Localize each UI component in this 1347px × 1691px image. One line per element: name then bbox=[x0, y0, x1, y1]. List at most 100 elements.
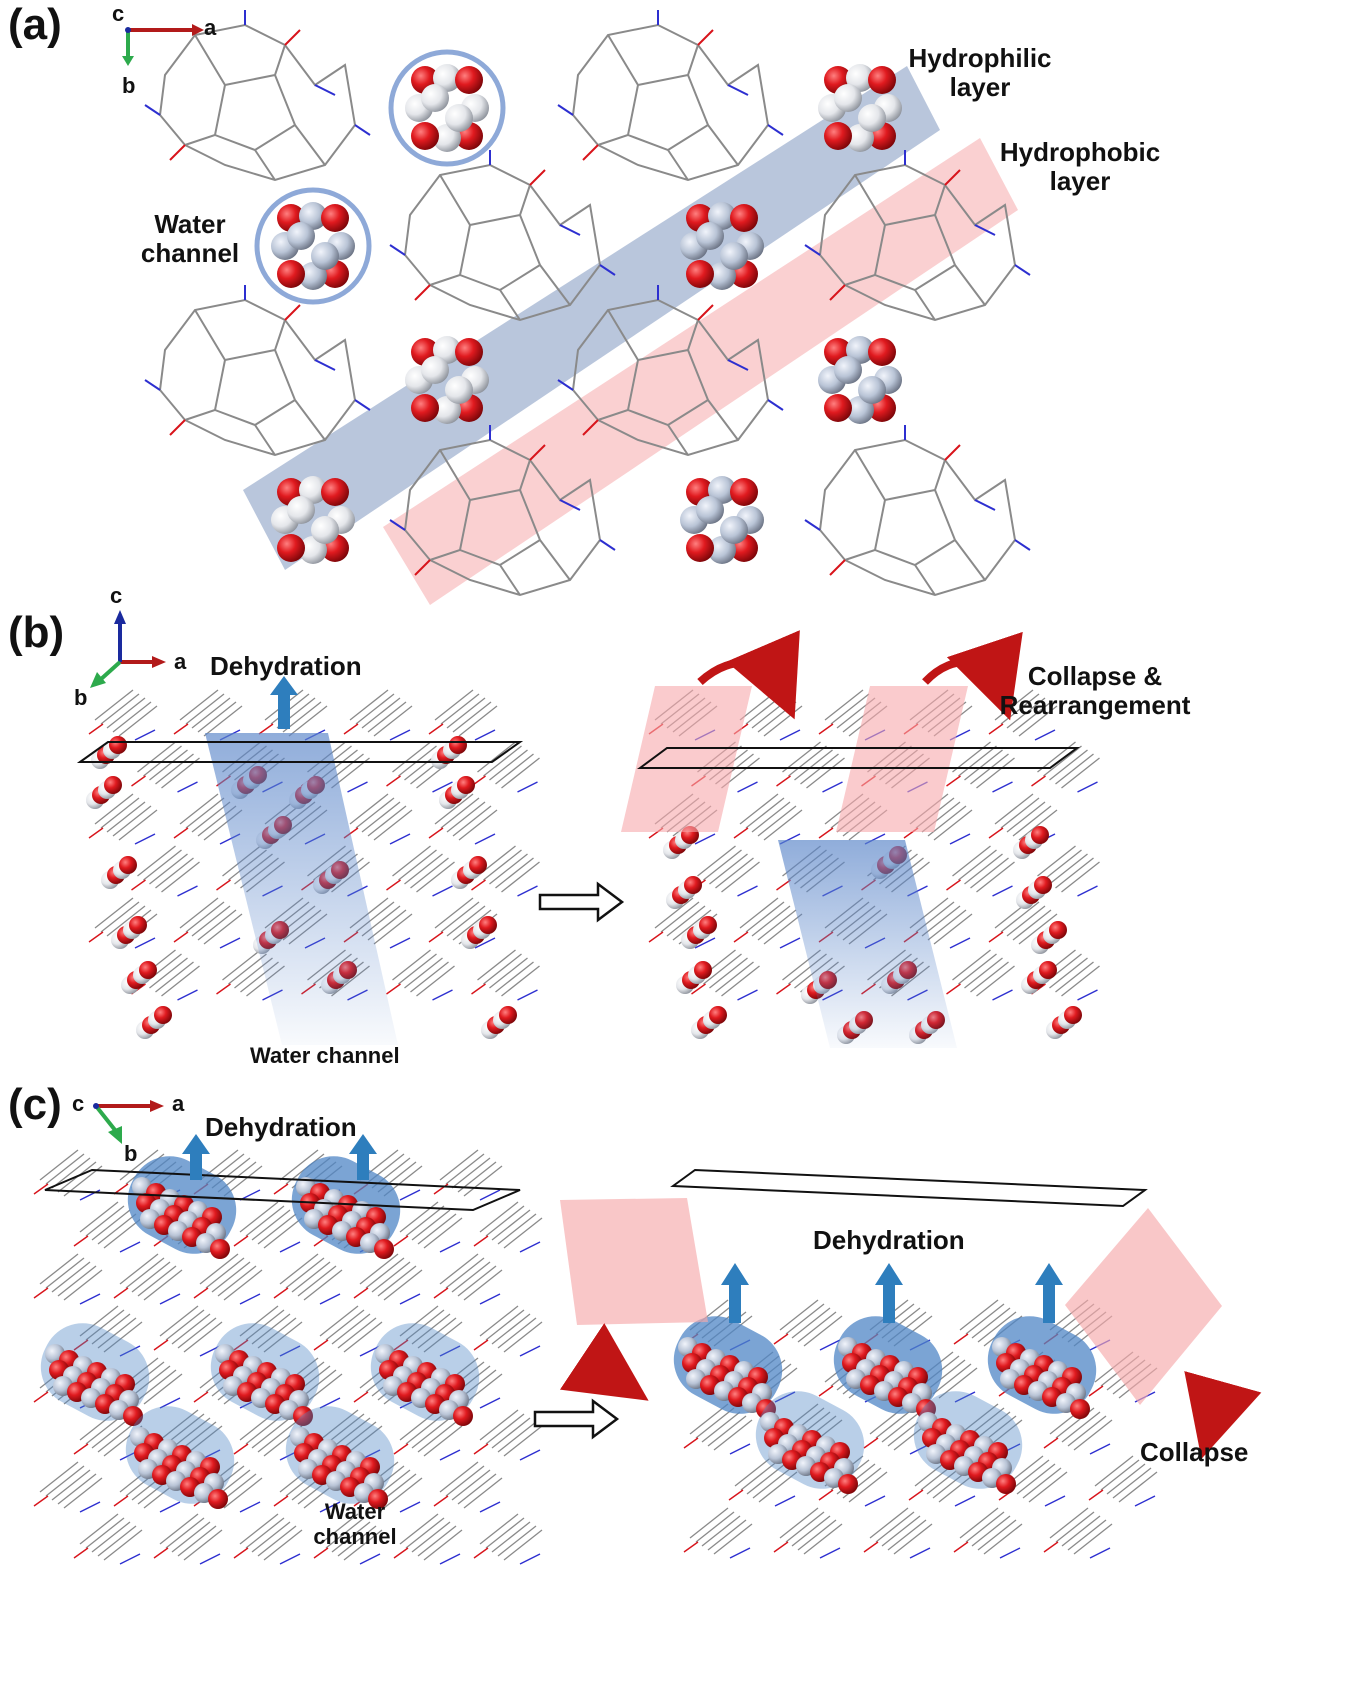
bond bbox=[137, 1265, 177, 1297]
bond bbox=[153, 1547, 169, 1559]
oxygen-atom bbox=[374, 1239, 394, 1259]
bond bbox=[149, 957, 188, 989]
collapse-arrow-1 bbox=[697, 630, 800, 720]
bond bbox=[33, 1183, 49, 1195]
framework-unit bbox=[173, 897, 243, 949]
bond bbox=[473, 1547, 489, 1559]
bond bbox=[439, 1149, 479, 1181]
bond bbox=[185, 693, 225, 725]
bond bbox=[949, 937, 971, 949]
collapse-region-left bbox=[621, 686, 752, 832]
bond bbox=[251, 1209, 291, 1241]
bond bbox=[155, 753, 194, 785]
bond bbox=[933, 809, 973, 841]
water-channel-tube bbox=[127, 1156, 237, 1259]
bond bbox=[165, 1413, 205, 1445]
hydrogen-atom bbox=[696, 222, 724, 250]
bond bbox=[349, 689, 389, 721]
bond bbox=[751, 801, 791, 833]
water-column bbox=[101, 856, 137, 889]
bond bbox=[501, 861, 540, 893]
bond bbox=[451, 1469, 491, 1501]
water-column bbox=[451, 856, 487, 889]
framework-unit bbox=[1088, 1455, 1158, 1507]
bond bbox=[137, 845, 176, 877]
bond bbox=[217, 1265, 257, 1297]
bond bbox=[94, 793, 134, 825]
bond bbox=[51, 1469, 91, 1501]
bond bbox=[785, 1511, 825, 1543]
bond bbox=[337, 1525, 377, 1557]
bond bbox=[1049, 957, 1088, 989]
bond bbox=[91, 1417, 131, 1449]
bond bbox=[773, 1333, 789, 1345]
bond bbox=[113, 1287, 129, 1299]
bond bbox=[193, 1391, 209, 1403]
bond bbox=[491, 1417, 531, 1449]
bond bbox=[689, 1507, 729, 1539]
bond bbox=[149, 853, 188, 885]
bond bbox=[451, 1261, 491, 1293]
bond bbox=[776, 879, 791, 891]
hydrogen-atom bbox=[858, 376, 886, 404]
framework-unit bbox=[733, 897, 803, 949]
bond bbox=[303, 1373, 343, 1405]
bond bbox=[319, 1501, 341, 1513]
framework-unit bbox=[33, 1253, 103, 1305]
bond bbox=[458, 809, 498, 841]
oxygen-atom bbox=[469, 856, 487, 874]
framework-unit bbox=[473, 1513, 543, 1565]
bond bbox=[373, 705, 413, 737]
bond bbox=[405, 1517, 445, 1549]
hydrophobic-layer-band bbox=[383, 138, 1018, 605]
water-channel-tube bbox=[370, 1323, 480, 1426]
bond bbox=[503, 1425, 543, 1457]
bond bbox=[797, 1311, 837, 1343]
bond bbox=[887, 1519, 927, 1551]
bond bbox=[757, 909, 797, 941]
bond bbox=[519, 1449, 541, 1461]
hydrogen-atom bbox=[834, 356, 862, 384]
bond bbox=[359, 1553, 381, 1565]
bond bbox=[1049, 749, 1088, 781]
framework-unit bbox=[946, 949, 1015, 1001]
bond bbox=[319, 1409, 359, 1441]
bond bbox=[489, 957, 528, 989]
bond bbox=[1094, 1455, 1134, 1487]
framework-unit bbox=[153, 1305, 223, 1357]
bond bbox=[477, 741, 516, 773]
framework-unit bbox=[343, 793, 413, 845]
oxygen-atom bbox=[824, 122, 852, 150]
bond bbox=[440, 901, 480, 933]
bond bbox=[971, 1515, 1011, 1547]
bond bbox=[803, 1315, 843, 1347]
bond bbox=[715, 961, 754, 993]
bond bbox=[474, 937, 496, 949]
framework-unit bbox=[73, 1513, 143, 1565]
bond bbox=[203, 705, 243, 737]
bond bbox=[733, 827, 749, 839]
bond bbox=[434, 897, 474, 929]
collapse-region-c-left bbox=[560, 1198, 708, 1325]
bond bbox=[954, 1391, 976, 1403]
bond bbox=[473, 1339, 489, 1351]
bond bbox=[822, 781, 843, 793]
bond bbox=[33, 1287, 49, 1299]
bond bbox=[185, 901, 225, 933]
oxygen-atom bbox=[699, 916, 717, 934]
framework-unit bbox=[471, 949, 540, 1001]
bond bbox=[359, 1253, 399, 1285]
bond bbox=[779, 729, 801, 741]
bond bbox=[319, 1513, 359, 1545]
bond bbox=[1077, 989, 1098, 1001]
bond bbox=[1061, 757, 1100, 789]
bond bbox=[683, 1437, 699, 1449]
bond bbox=[131, 879, 146, 891]
oxygen-atom bbox=[154, 1006, 172, 1024]
bond bbox=[779, 937, 801, 949]
bond bbox=[734, 1455, 774, 1487]
bond bbox=[159, 1513, 199, 1545]
bond bbox=[417, 1421, 457, 1453]
bond bbox=[457, 1265, 497, 1297]
bond bbox=[740, 1459, 780, 1491]
